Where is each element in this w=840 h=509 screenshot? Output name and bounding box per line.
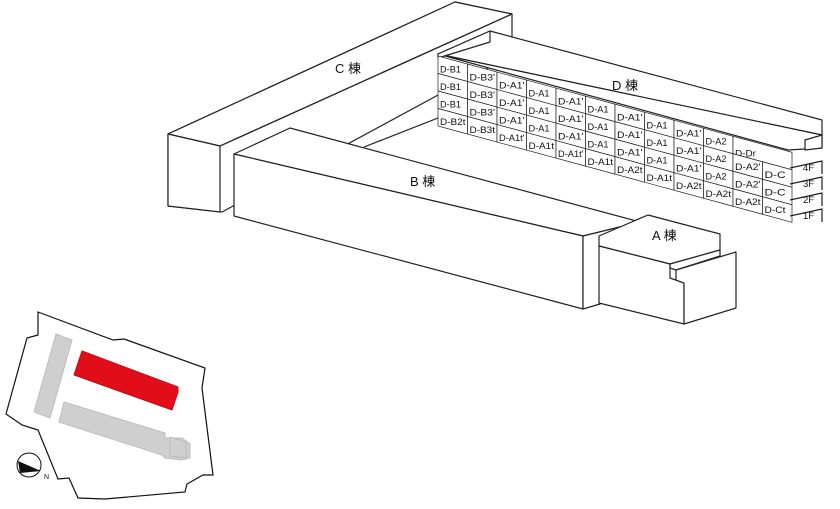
building-b-label: B 棟: [410, 174, 435, 189]
unit-label: D-A1': [676, 128, 702, 139]
unit-label: D-A1': [499, 98, 525, 109]
unit-label: D-A1t: [647, 173, 673, 184]
unit-label: D-Ct: [765, 205, 786, 216]
building-b[interactable]: B 棟: [233, 127, 641, 310]
unit-label: D-A1': [499, 115, 525, 126]
floor-label: 4F: [803, 163, 814, 174]
building-b-footprint: [58, 401, 191, 461]
compass-label: N: [44, 474, 49, 481]
unit-label: D-B2t: [440, 117, 466, 128]
unit-label: D-A1: [588, 104, 609, 115]
unit-label: D-A1: [647, 155, 668, 166]
compass-north-icon: N: [16, 452, 49, 481]
unit-label: D-A1': [676, 146, 702, 157]
floor-line: [789, 176, 823, 190]
unit-label: D-A2': [735, 180, 761, 191]
unit-label: D-A1: [588, 122, 609, 133]
unit-label: D-A1': [558, 131, 584, 142]
unit-label: D-A1: [529, 106, 550, 117]
unit-grid: D-B1D-B3'D-A1'D-A1D-A1'D-A1D-A1'D-A1D-A1…: [437, 55, 793, 223]
building-c-label: C 棟: [335, 61, 361, 76]
building-a[interactable]: A 棟: [598, 214, 737, 325]
unit-label: D-A1: [529, 88, 550, 99]
unit-label: D-A1': [499, 80, 525, 91]
floor-labels: 4F 3F 2F 1F: [789, 160, 823, 222]
unit-label: D-A2: [706, 154, 727, 165]
unit-label: D-A2': [735, 162, 761, 173]
floor-line: [789, 208, 823, 222]
building-d-label: D 棟: [612, 78, 638, 93]
unit-label: D-A2t: [676, 181, 702, 192]
unit-label: D-A1t': [499, 133, 525, 144]
unit-label: D-A1t: [529, 141, 555, 152]
floor-label: 3F: [803, 179, 814, 190]
unit-label: D-A1: [588, 139, 609, 150]
building-d[interactable]: D 棟 D-B1D-B3'D-A1'D-A1D-A1'D-A1D-A1'D-A1…: [363, 30, 823, 223]
floor-label: 1F: [803, 211, 814, 222]
floor-line: [789, 160, 823, 174]
unit-label: D-B3': [470, 72, 496, 83]
unit-label: D-B3': [470, 107, 496, 118]
unit-label: D-A1': [676, 163, 702, 174]
unit-label: D-A1: [647, 138, 668, 149]
unit-cell[interactable]: [762, 196, 793, 223]
unit-label: D-A1': [558, 114, 584, 125]
unit-label: D-B1: [440, 82, 461, 93]
building-c-footprint: [33, 333, 73, 419]
unit-label: D-A1t: [588, 157, 614, 168]
unit-label: D-A1': [558, 96, 584, 107]
building-a-footprint: [169, 436, 187, 459]
unit-label: D-A1: [529, 123, 550, 134]
unit-label: D-A1': [617, 147, 643, 158]
unit-label: D-A2: [706, 136, 727, 147]
unit-label: D-B1: [440, 99, 461, 110]
site-key-map: N: [5, 311, 214, 500]
unit-label: D-B1: [440, 64, 461, 75]
unit-label: D-A2t: [735, 197, 761, 208]
unit-label: D-A2: [706, 171, 727, 182]
unit-label: D-A2t: [617, 165, 643, 176]
unit-label: D-C: [765, 188, 786, 199]
unit-label: D-A1': [617, 112, 643, 123]
unit-label: D-A1': [617, 130, 643, 141]
floor-label: 2F: [803, 195, 814, 206]
unit-label: D-C: [765, 170, 786, 181]
unit-label: D-A1t': [558, 149, 584, 160]
building-d-footprint-highlight: [73, 350, 179, 411]
unit-label: D-Dr: [735, 149, 756, 160]
building-a-label: A 棟: [652, 228, 677, 243]
unit-label: D-A2t: [706, 189, 732, 200]
unit-label: D-B3': [470, 90, 496, 101]
floor-line: [789, 192, 823, 206]
unit-label: D-B3t: [470, 125, 496, 136]
unit-label: D-A1: [647, 120, 668, 131]
